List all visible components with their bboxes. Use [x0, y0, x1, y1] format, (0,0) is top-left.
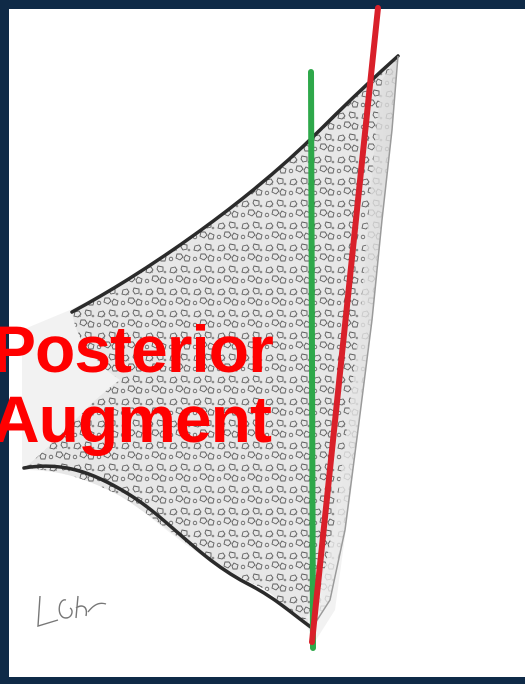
signature-mark — [38, 596, 106, 626]
label-line-1: Posterior — [0, 314, 273, 384]
green-reference-line — [311, 72, 313, 648]
posterior-augment-label: Posterior Augment — [0, 314, 273, 454]
label-line-2: Augment — [0, 384, 273, 454]
